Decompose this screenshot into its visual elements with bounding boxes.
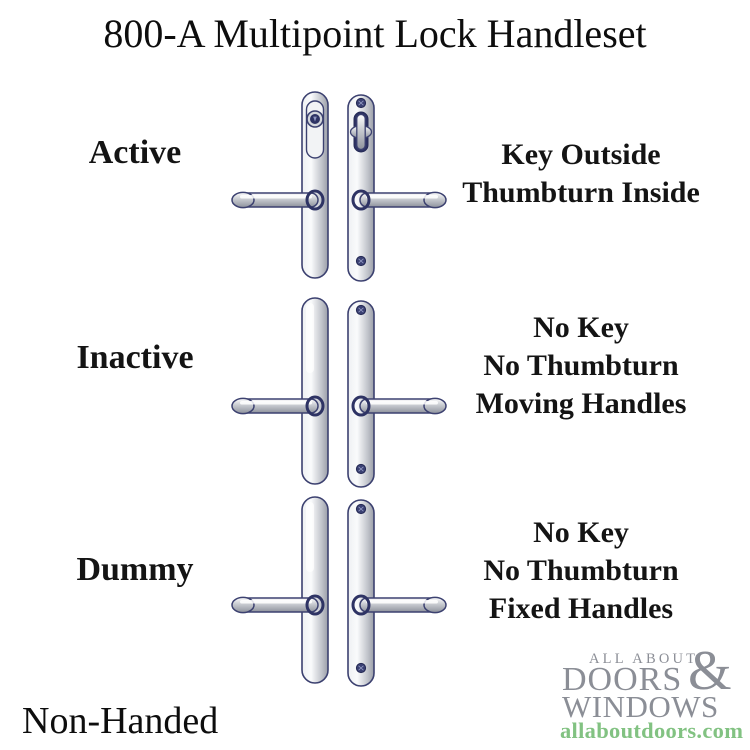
thumbturn-icon: [349, 111, 373, 153]
plate-shine: [306, 502, 314, 572]
lever-handle-left: [231, 596, 319, 614]
screw-icon-top: [355, 97, 367, 109]
desc-line: No Key: [533, 311, 629, 344]
key-cylinder-icon: [306, 110, 324, 128]
lever-ring-left: [305, 594, 325, 616]
row-label-dummy: Dummy: [76, 551, 194, 588]
desc-line: No Key: [533, 516, 629, 549]
lever-handle-right: [359, 596, 447, 614]
screw-icon-bottom: [355, 463, 367, 475]
desc-line: Fixed Handles: [488, 592, 674, 625]
lever-ring-right: [351, 189, 371, 211]
cylinder-escutcheon: [305, 100, 325, 159]
row-desc-dummy: No Key No Thumbturn Fixed Handles: [450, 514, 712, 628]
screw-icon-bottom: [355, 662, 367, 674]
screw-icon-top: [355, 503, 367, 515]
row-label-active: Active: [88, 134, 182, 171]
lever-ring-left: [305, 395, 325, 417]
row-desc-inactive: No Key No Thumbturn Moving Handles: [450, 309, 712, 423]
desc-line: Key Outside: [501, 138, 661, 171]
lever-handle-left: [231, 191, 319, 209]
lever-handle-right: [359, 397, 447, 415]
plate-shine: [306, 303, 314, 373]
desc-line: No Thumbturn: [483, 554, 679, 587]
handleset-inactive-illustration: [231, 297, 447, 488]
inside-backplate: [347, 499, 375, 687]
logo-ampersand-icon: &: [688, 640, 732, 702]
lever-ring-left: [305, 189, 325, 211]
company-logo: ALL ABOUT & DOORS WINDOWS allaboutdoors.…: [558, 643, 744, 746]
lever-ring-right: [351, 395, 371, 417]
logo-website: allaboutdoors.com: [560, 718, 744, 743]
inside-backplate: [347, 300, 375, 488]
handing-label: Non-Handed: [22, 700, 219, 742]
screw-icon-top: [355, 304, 367, 316]
logo-text-doors: DOORS: [562, 661, 683, 698]
lever-handle-left: [231, 397, 319, 415]
logo-text-all-about: ALL ABOUT: [589, 651, 699, 667]
lever-handle-right: [359, 191, 447, 209]
lever-ring-right: [351, 594, 371, 616]
logo-text-windows: WINDOWS: [562, 689, 719, 724]
outside-backplate: [301, 297, 329, 485]
screw-icon-bottom: [355, 255, 367, 267]
row-label-inactive: Inactive: [76, 339, 194, 376]
desc-line: Thumbturn Inside: [462, 176, 700, 209]
row-desc-active: Key Outside Thumbturn Inside: [450, 136, 712, 212]
handleset-active-illustration: [231, 91, 447, 282]
outside-backplate: [301, 496, 329, 684]
page-title: 800-A Multipoint Lock Handleset: [103, 11, 647, 56]
desc-line: No Thumbturn: [483, 349, 679, 382]
desc-line: Moving Handles: [475, 387, 687, 420]
handleset-dummy-illustration: [231, 496, 447, 687]
